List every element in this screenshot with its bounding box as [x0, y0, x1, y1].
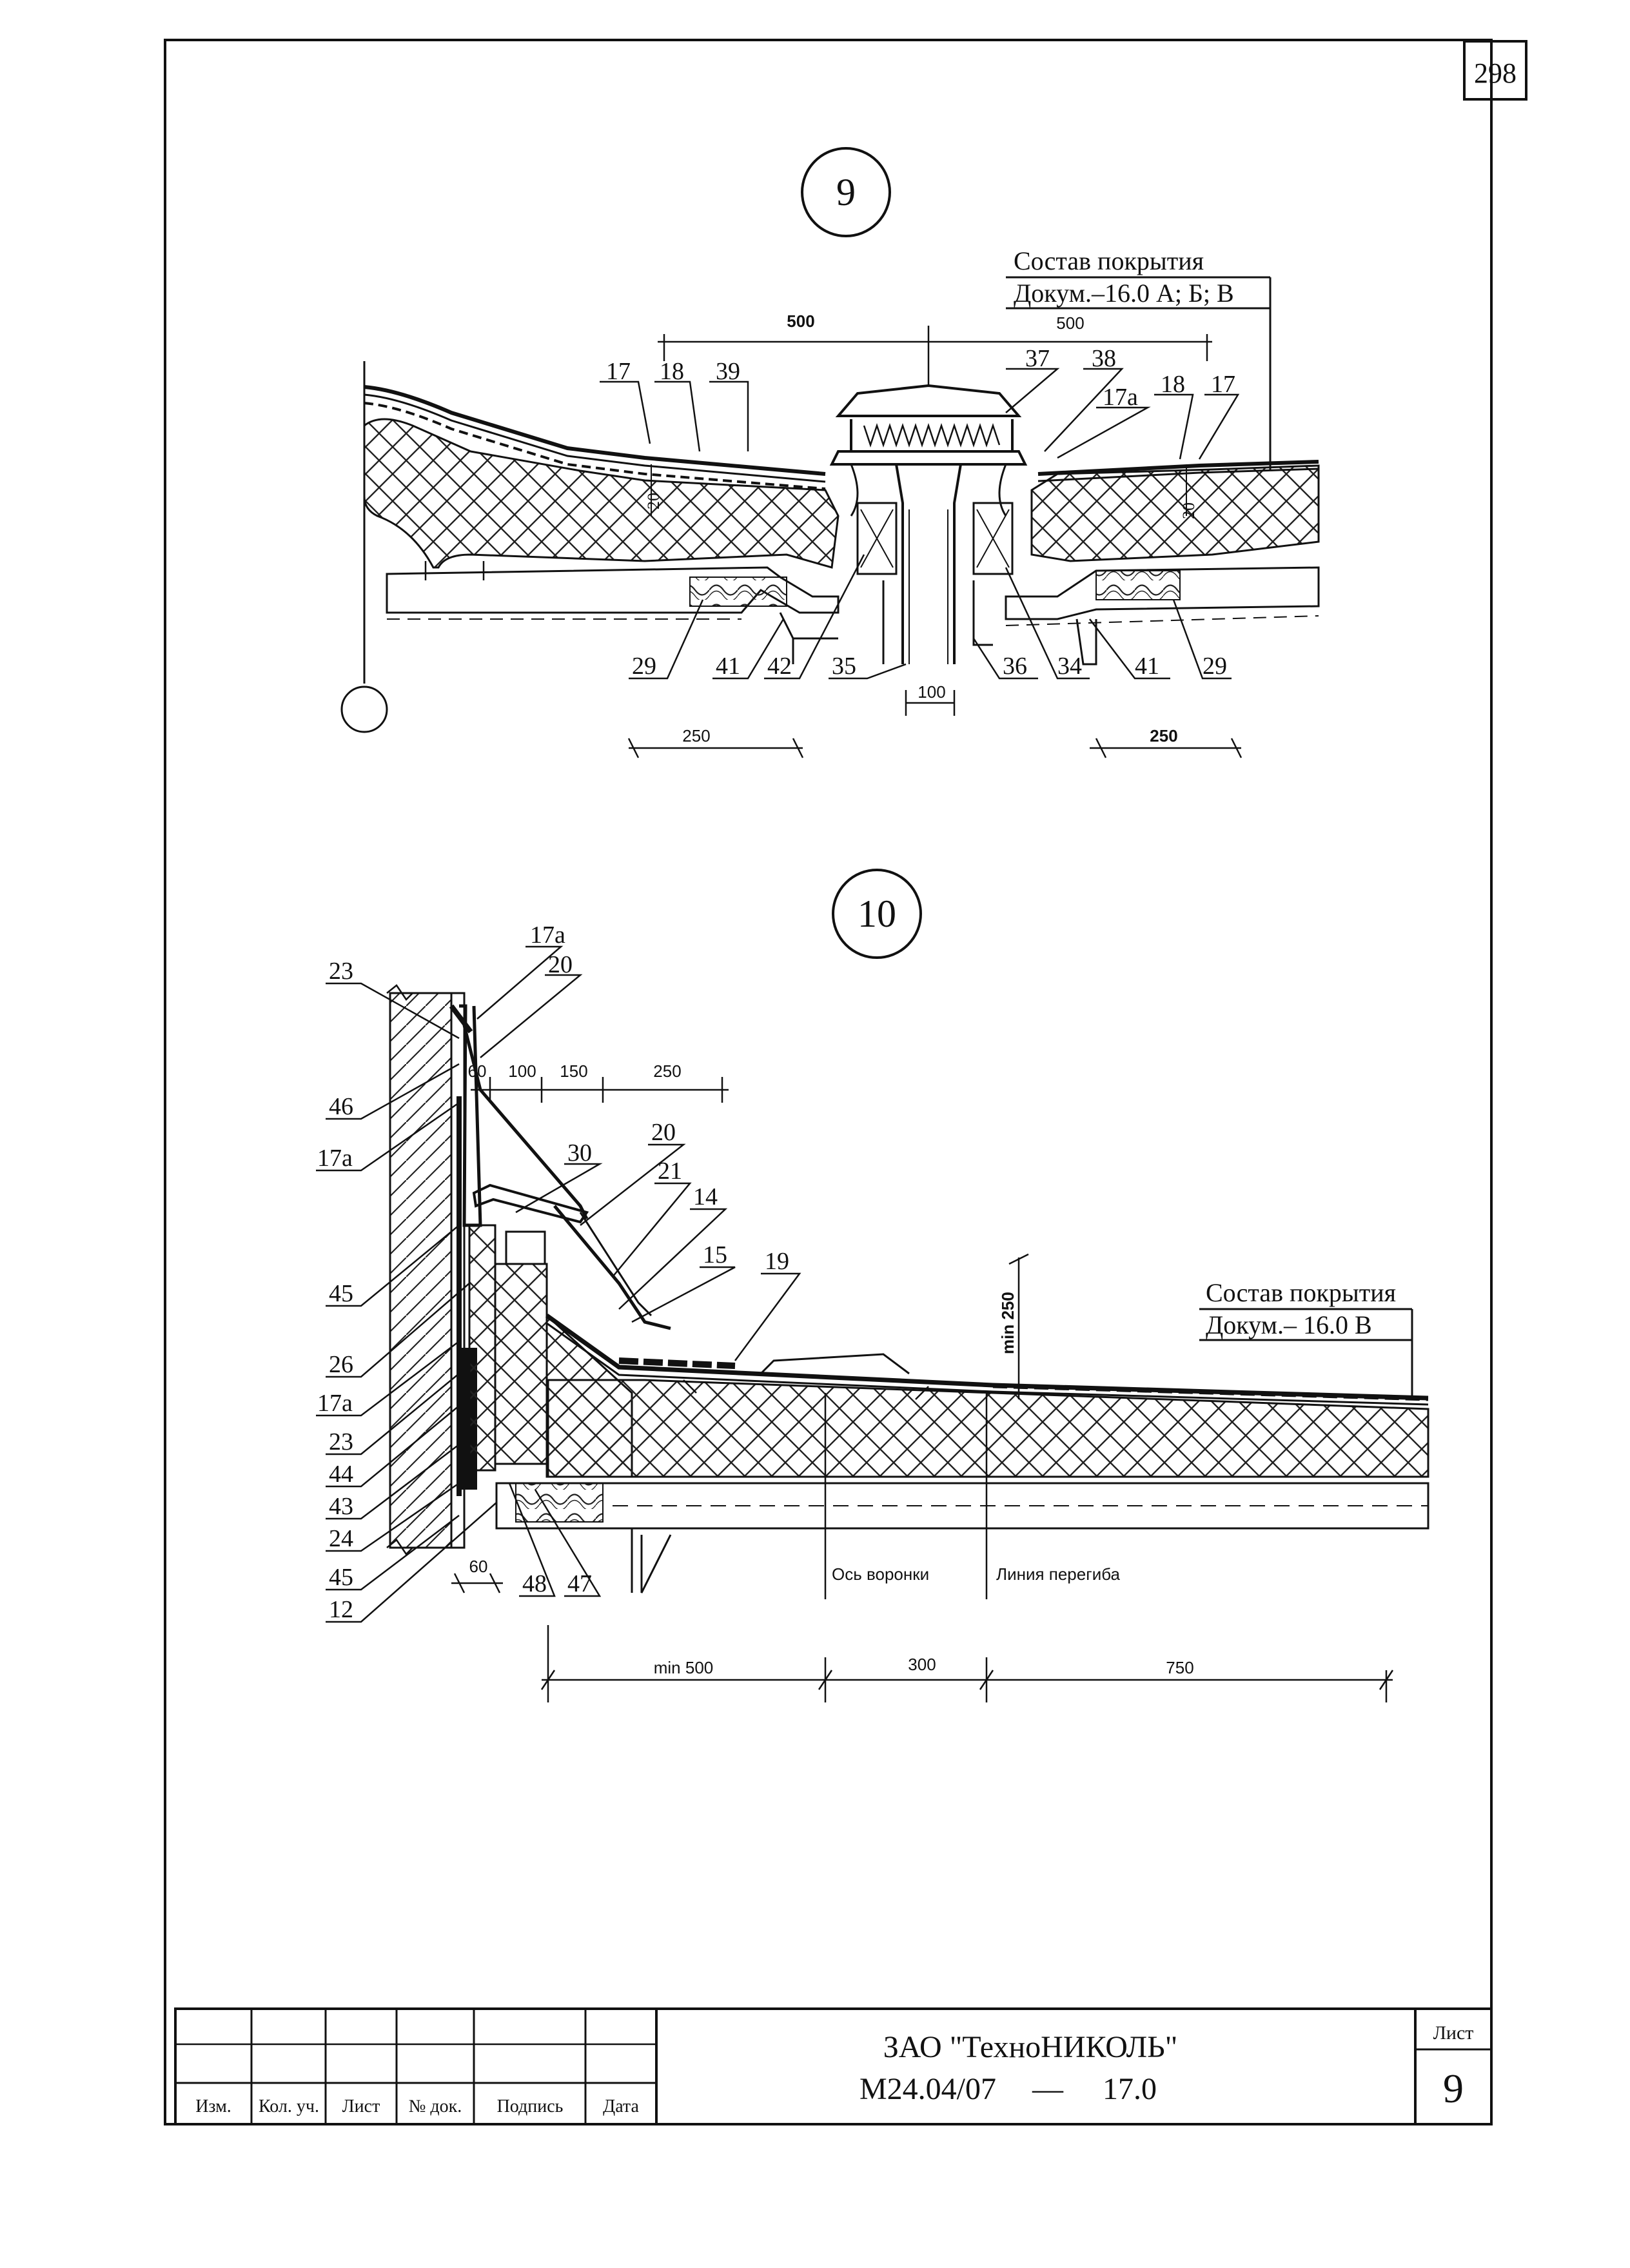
dim-min500: min 500 — [654, 1658, 714, 1677]
callout-43: 43 — [329, 1493, 353, 1520]
callout-24: 24 — [329, 1525, 353, 1552]
callout-12: 12 — [329, 1596, 353, 1623]
axis-label-bend: Линия перегиба — [996, 1564, 1121, 1584]
dim-250-right: 250 — [1150, 726, 1177, 745]
callout-30: 30 — [567, 1139, 592, 1167]
callout-17-right: 17 — [1211, 371, 1235, 398]
axis-label-funnel: Ось воронки — [832, 1564, 929, 1584]
parapet-block — [494, 1263, 548, 1465]
dim-300: 300 — [908, 1655, 936, 1674]
callout-17a-top: 17а — [530, 922, 565, 949]
dim-250-top: 250 — [653, 1061, 681, 1081]
detail-9-composition-doc: Докум.–16.0 А; Б; В — [1014, 279, 1234, 308]
wool-10 — [515, 1483, 604, 1523]
dim-min250: min 250 — [998, 1292, 1017, 1354]
callout-34: 34 — [1057, 653, 1082, 680]
callout-41-right: 41 — [1135, 653, 1159, 680]
insulation-right — [1030, 464, 1320, 562]
detail-10-composition-doc: Докум.– 16.0 В — [1206, 1310, 1372, 1339]
roof-insulation — [547, 1379, 1429, 1478]
callout-47: 47 — [567, 1570, 592, 1597]
tb-sheet-number: 9 — [1443, 2066, 1464, 2111]
dim-60-bottom: 60 — [469, 1557, 488, 1576]
detail-10-circle — [832, 869, 922, 959]
callout-20-top: 20 — [548, 951, 573, 978]
detail-10: 10 — [316, 869, 1429, 1702]
detail-9-number: 9 — [836, 171, 856, 213]
callout-48: 48 — [522, 1570, 547, 1597]
callout-42: 42 — [767, 653, 792, 680]
detail-10-number: 10 — [858, 892, 896, 935]
callout-45-a: 45 — [329, 1280, 353, 1307]
insulation-left — [363, 418, 840, 569]
callout-29-left: 29 — [632, 653, 656, 680]
detail-9-ref-circle — [340, 685, 388, 733]
slab-10 — [495, 1482, 1429, 1530]
callout-23-top: 23 — [329, 958, 353, 985]
callout-18-right: 18 — [1161, 371, 1185, 398]
dim-500-right: 500 — [1056, 313, 1084, 333]
callout-29-right: 29 — [1203, 653, 1227, 680]
roof-funnel — [779, 384, 1097, 666]
dim-500-left: 500 — [787, 311, 814, 331]
detail-9: 9 Состав покрытия Докум.–16.0 А; Б; В 50… — [340, 147, 1320, 758]
dim-20-right: 20 — [1179, 502, 1198, 519]
parapet-insulation — [468, 1224, 496, 1472]
tb-col-doc-no: № док. — [409, 2096, 462, 2116]
dim-250-left: 250 — [682, 726, 710, 745]
callout-17a-3: 17а — [317, 1390, 353, 1417]
tb-dash: — — [1032, 2072, 1064, 2106]
callout-26: 26 — [329, 1351, 353, 1378]
page-number-frame — [1463, 40, 1527, 101]
sheet-frame — [164, 39, 1493, 2125]
callout-17-left: 17 — [606, 358, 631, 385]
callout-20: 20 — [651, 1119, 676, 1146]
callout-18-left: 18 — [660, 358, 684, 385]
tb-code: М24.04/07 — [859, 2072, 996, 2106]
dim-150-top: 150 — [560, 1061, 587, 1081]
callout-46: 46 — [329, 1093, 353, 1120]
slab-right — [1005, 566, 1320, 620]
detail-9-circle — [801, 147, 891, 237]
tb-col-kol-uch: Кол. уч. — [259, 2096, 319, 2116]
tb-col-signature: Подпись — [497, 2096, 564, 2116]
callout-17a: 17а — [1103, 384, 1138, 411]
callout-36: 36 — [1003, 653, 1027, 680]
wall-hatch — [389, 992, 453, 1549]
callout-44: 44 — [329, 1461, 353, 1488]
wool-right — [1095, 570, 1181, 600]
tb-company: ЗАО "ТехноНИКОЛЬ" — [883, 2030, 1178, 2064]
callout-23: 23 — [329, 1428, 353, 1455]
callout-14: 14 — [693, 1183, 718, 1210]
callout-45-b: 45 — [329, 1564, 353, 1591]
dim-100: 100 — [918, 682, 945, 702]
tb-col-list: Лист — [342, 2096, 380, 2116]
slab-left — [386, 566, 840, 614]
wool-left — [689, 577, 787, 607]
callout-17a-2: 17а — [317, 1145, 353, 1172]
callout-41-left: 41 — [716, 653, 740, 680]
dim-100-top: 100 — [508, 1061, 536, 1081]
callout-35: 35 — [832, 653, 856, 680]
callout-15: 15 — [703, 1241, 727, 1268]
tb-col-date: Дата — [603, 2096, 639, 2116]
title-block — [174, 2007, 1493, 2125]
tb-sheet-label: Лист — [1433, 2022, 1474, 2044]
tb-section: 17.0 — [1103, 2072, 1157, 2106]
callout-37: 37 — [1025, 345, 1050, 372]
tb-col-izm: Изм. — [195, 2096, 231, 2116]
detail-10-composition-title: Состав покрытия — [1206, 1278, 1396, 1307]
callout-38: 38 — [1092, 345, 1116, 372]
dim-750: 750 — [1166, 1658, 1193, 1677]
callout-19: 19 — [765, 1248, 789, 1275]
callout-39: 39 — [716, 358, 740, 385]
dim-60-top: 60 — [468, 1061, 487, 1081]
dim-20-left: 20 — [644, 493, 663, 509]
detail-9-composition-title: Состав покрытия — [1014, 246, 1204, 275]
page-number: 298 — [1474, 57, 1517, 89]
